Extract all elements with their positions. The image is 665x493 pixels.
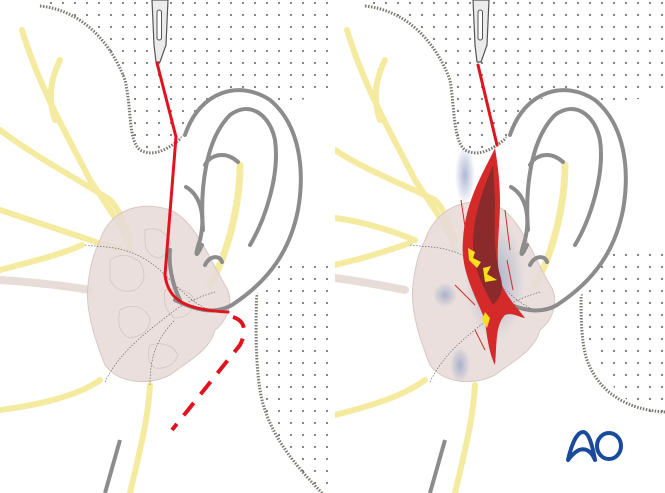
neck-edge	[428, 439, 447, 493]
panel-incision-plan: Planned incision: preauricular approach …	[0, 0, 330, 493]
incision-line-solid	[155, 61, 230, 314]
ear-outline	[498, 88, 628, 313]
nerve-damage-marks	[468, 248, 497, 328]
neck-vessel	[0, 276, 94, 294]
ao-logo-icon	[566, 430, 623, 462]
ear-outline	[167, 88, 303, 313]
incision-line-dashed-extension	[170, 315, 246, 432]
neck-vessel	[335, 274, 409, 294]
hairline-border-lower	[254, 264, 324, 493]
laceration-wound	[454, 148, 525, 365]
scalpel-icon	[472, 0, 490, 63]
laceration-illustration	[335, 0, 665, 493]
hairline-border-lower	[579, 257, 665, 414]
incision-line-solid	[476, 63, 499, 147]
wound-fibers	[454, 199, 514, 351]
ao-logo: AO	[565, 428, 625, 464]
nerve-paths-dotted	[84, 244, 216, 386]
scalpel-icon	[151, 0, 169, 63]
neck-edge	[103, 439, 122, 493]
panel-laceration: Laceration through parotid region with h…	[335, 0, 665, 493]
hairline-region	[40, 0, 330, 493]
incision-illustration	[0, 0, 330, 493]
